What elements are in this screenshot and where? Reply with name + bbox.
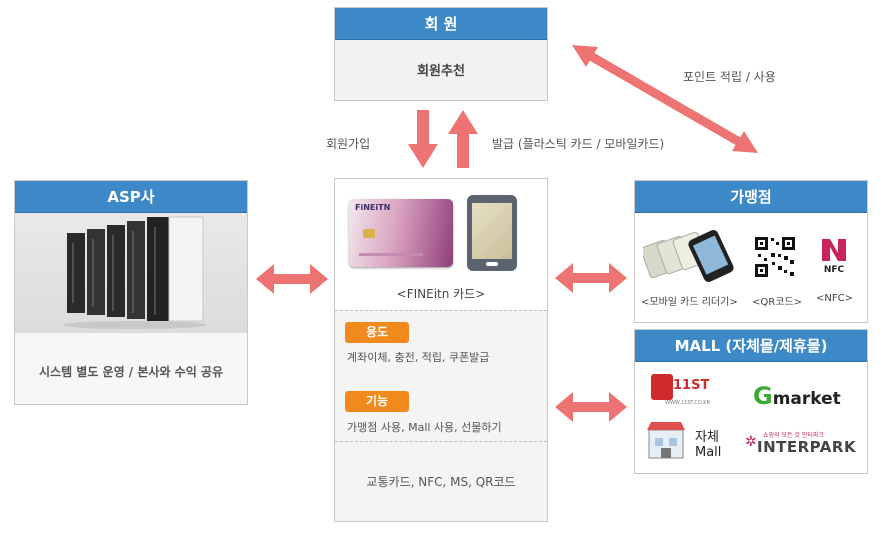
asp-box: ASP사 시스템 별도 운영 / 본사와 수익 공유 (14, 180, 248, 405)
merchant-item-nfc: <NFC> (816, 293, 853, 304)
interpark-subtitle: 쇼핑의 모든 것 인터파크 (763, 432, 824, 439)
merchant-item-qr: <QR코드> (752, 297, 802, 308)
points-arrow (572, 45, 758, 153)
card-caption: <FINEitn 카드> (396, 287, 486, 301)
issue-label: 발급 (플라스틱 카드 / 모바일카드) (492, 137, 665, 151)
join-arrow-down (408, 110, 438, 168)
merchant-title: 가맹점 (635, 181, 867, 213)
nfc-icon: NFC (816, 233, 852, 279)
nfc-label: NFC (823, 265, 845, 275)
points-label: 포인트 적립 / 사용 (683, 70, 776, 84)
interpark-label: INTERPARK (757, 438, 857, 456)
interpark-mark-icon: ✲ (745, 434, 757, 450)
gmarket-g: G (753, 382, 773, 410)
card-merchant-arrow (555, 263, 627, 293)
gmarket-logo: Gmarket (753, 382, 841, 410)
card-number-line (359, 253, 423, 256)
function-tag: 기능 (345, 391, 409, 412)
mall-box: MALL (자체몰/제휴몰) 11ST WWW.11ST.CO.KR Gmark… (634, 329, 868, 474)
function-text: 가맹점 사용, Mall 사용, 선물하기 (347, 421, 502, 434)
interpark-logo: 쇼핑의 모든 것 인터파크 ✲ INTERPARK (745, 430, 863, 458)
plastic-card-image: FiNEiTN (349, 199, 453, 267)
eleven-st-url: WWW.11ST.CO.KR (665, 400, 710, 406)
usage-tag: 용도 (345, 322, 409, 343)
card-top-area: FiNEiTN <FINEitn 카드> (335, 179, 547, 310)
card-bottom-text: 교통카드, NFC, MS, QR코드 (366, 475, 516, 489)
card-brand: FiNEiTN (355, 203, 391, 212)
eleven-st-label: 11ST (673, 378, 710, 393)
eleven-st-logo: 11ST WWW.11ST.CO.KR (651, 370, 719, 412)
server-image (15, 213, 247, 333)
card-box: FiNEiTN <FINEitn 카드> 용도 계좌이체, 충전, 적립, 쿠폰… (334, 178, 548, 522)
member-box: 회 원 회원추천 (334, 7, 548, 101)
card-chip-icon (363, 229, 375, 238)
own-mall-icon (647, 422, 685, 459)
own-mall-label: 자체 Mall (695, 430, 721, 460)
issue-arrow-up (448, 110, 478, 168)
gmarket-label: market (772, 389, 841, 409)
own-mall-line2: Mall (695, 445, 722, 460)
asp-title: ASP사 (15, 181, 247, 213)
server-rack-icon (63, 216, 207, 329)
card-reader-icon (643, 230, 734, 282)
join-label: 회원가입 (326, 137, 371, 151)
usage-text: 계좌이체, 충전, 적립, 쿠폰발급 (347, 351, 490, 364)
member-recommend: 회원추천 (417, 64, 465, 79)
own-mall-line1: 자체 (695, 430, 719, 445)
asp-card-arrow (256, 264, 328, 294)
merchant-box: 가맹점 NFC <모바일 카드 리더기> <QR코드> <NFC> (634, 180, 868, 323)
card-mall-arrow (555, 392, 627, 422)
mall-title: MALL (자체몰/제휴몰) (635, 330, 867, 362)
mobile-card-image (467, 195, 517, 271)
qr-code-icon (754, 236, 796, 278)
asp-desc-area: 시스템 별도 운영 / 본사와 수익 공유 (15, 333, 247, 404)
asp-description: 시스템 별도 운영 / 본사와 수익 공유 (38, 365, 223, 379)
merchant-item-reader: <모바일 카드 리더기> (641, 297, 738, 308)
member-title: 회 원 (335, 8, 547, 40)
